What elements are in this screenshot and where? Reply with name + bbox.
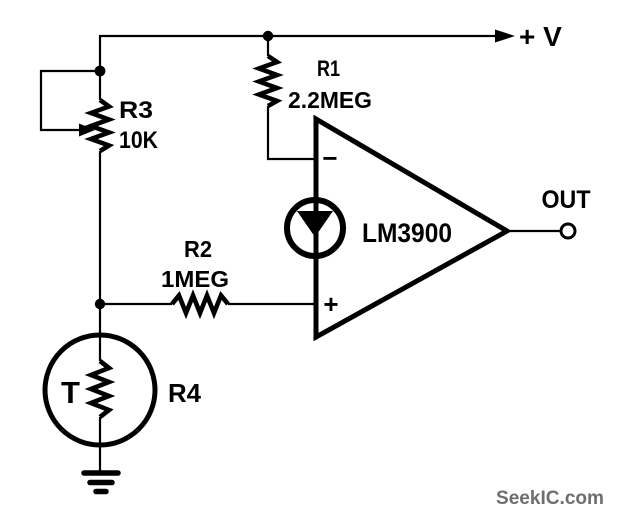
thermistor-letter: T [61,375,80,410]
ground-icon [81,470,121,495]
r1-value-label: 2.2MEG [288,87,372,113]
opamp-noninverting-label: + [323,289,338,319]
output-terminal [559,222,577,240]
watermark-text: SeekIC.com [496,488,604,509]
current-mirror-arrow-icon [297,211,333,237]
supply-rail-wire [98,34,496,71]
opamp-inverting-label: − [322,143,337,173]
opamp-part-label: LM3900 [362,218,452,248]
r4-ref-label: R4 [168,378,202,408]
r3-resistor-zigzag [84,98,116,153]
r4-resistor-zigzag [84,359,116,419]
r1-branch-wires [266,36,316,161]
supply-arrowhead-icon [495,29,515,43]
r1-resistor-zigzag [252,54,284,109]
r2-resistor-zigzag [170,289,230,320]
pot-wiper-loop-wire [39,69,100,132]
r3-ref-label: R3 [119,97,153,124]
pot-wiper-arrowhead-icon [79,123,95,137]
r2-ref-label: R2 [184,236,212,262]
supply-label: + V [519,21,562,52]
current-mirror-circle [284,197,346,259]
r1-ref-label: R1 [317,56,340,81]
output-label: OUT [542,186,591,214]
r3-value-label: 10K [119,127,159,154]
r2-value-label: 1MEG [161,266,229,292]
